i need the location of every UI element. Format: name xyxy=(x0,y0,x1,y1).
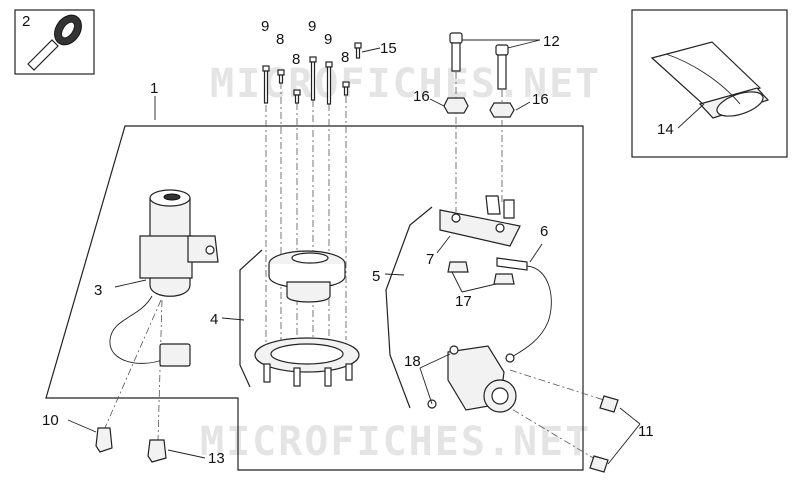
bolt-12b xyxy=(495,44,509,90)
callout-14: 14 xyxy=(657,121,674,138)
bracket-5 xyxy=(385,206,433,409)
screw-11a xyxy=(599,395,619,413)
watermark-bottom: MICROFICHES.NET xyxy=(200,419,591,465)
key-blade xyxy=(27,39,59,71)
callout-9c: 9 xyxy=(324,31,332,48)
stud-10 xyxy=(95,427,113,453)
callout-2: 2 xyxy=(22,13,30,30)
callout-10: 10 xyxy=(42,412,59,429)
cap-ring xyxy=(254,337,360,387)
callout-11: 11 xyxy=(638,423,654,440)
callout-1: 1 xyxy=(150,80,158,97)
screw-9a xyxy=(262,65,270,104)
watermark-top: MICROFICHES.NET xyxy=(210,61,601,107)
screw-8b xyxy=(293,89,301,104)
nut-16a xyxy=(443,97,469,114)
stud-13 xyxy=(147,439,167,463)
release-cable xyxy=(496,257,552,363)
screw-9b xyxy=(309,56,317,101)
callout-9a: 9 xyxy=(261,18,269,35)
screw-9c xyxy=(325,61,333,105)
screw-15 xyxy=(354,42,362,59)
callout-4: 4 xyxy=(210,311,218,328)
bolt-12a xyxy=(449,32,463,72)
callout-18: 18 xyxy=(404,353,421,370)
grommet-17a xyxy=(447,261,469,273)
key-inset xyxy=(14,9,95,75)
callout-13: 13 xyxy=(208,450,225,467)
callout-16b: 16 xyxy=(532,91,549,108)
nut-16b xyxy=(489,102,515,118)
pouch-inset xyxy=(631,9,788,158)
callout-8c: 8 xyxy=(341,49,349,66)
ignition-switch xyxy=(109,189,219,367)
bracket-4 xyxy=(239,249,263,388)
grommet-17b xyxy=(493,273,515,285)
assembly-frame xyxy=(45,125,584,471)
callout-6: 6 xyxy=(540,223,548,240)
callout-7: 7 xyxy=(426,251,434,268)
callout-15: 15 xyxy=(380,40,397,57)
callout-9b: 9 xyxy=(308,18,316,35)
callout-8a: 8 xyxy=(276,31,284,48)
callout-5: 5 xyxy=(372,268,380,285)
callout-8b: 8 xyxy=(292,51,300,68)
callout-17: 17 xyxy=(455,293,472,310)
callout-16a: 16 xyxy=(413,88,430,105)
callout-3: 3 xyxy=(94,282,102,299)
lock-bracket xyxy=(439,195,521,247)
screw-8c xyxy=(342,81,350,96)
screw-11b xyxy=(589,455,609,473)
screw-8a xyxy=(277,69,285,84)
callout-12: 12 xyxy=(543,33,560,50)
fuel-cap xyxy=(268,250,346,303)
seat-lock xyxy=(427,345,517,413)
